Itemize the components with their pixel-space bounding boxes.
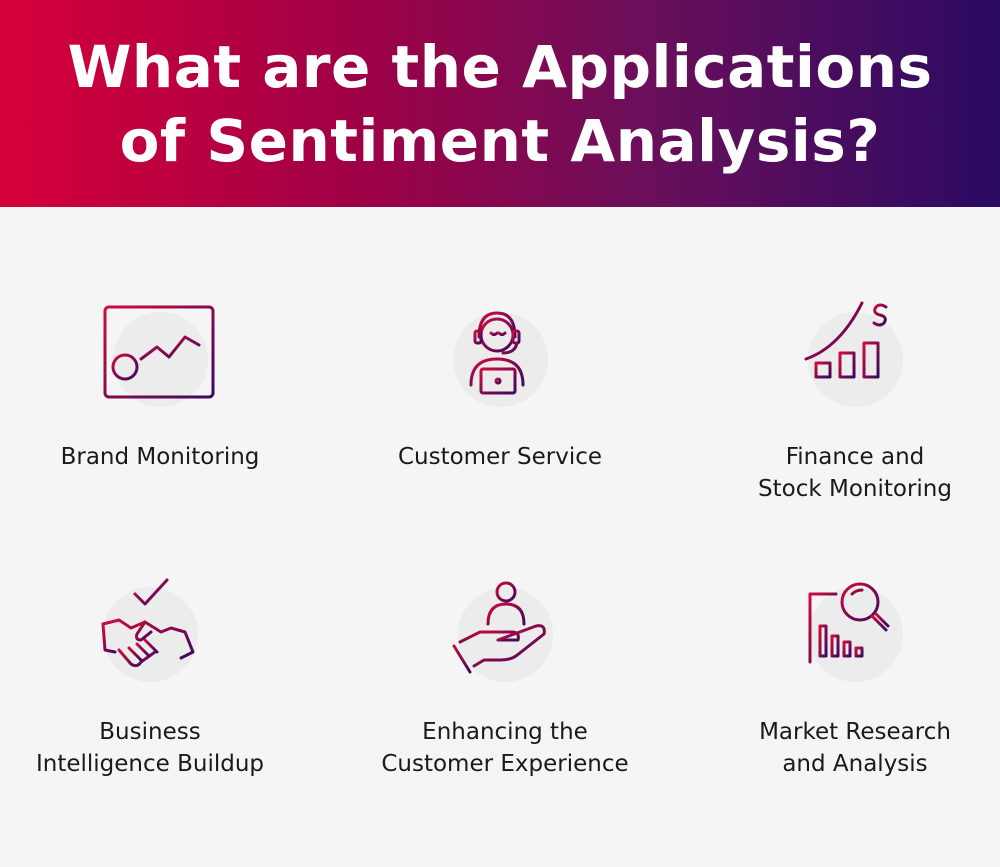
card-label: Market Research and Analysis bbox=[759, 719, 951, 777]
applications-grid: Brand Monitoring bbox=[0, 207, 1000, 867]
stock-growth-icon bbox=[790, 297, 920, 427]
hand-care-icon bbox=[440, 572, 570, 702]
card-label: Business Intelligence Buildup bbox=[35, 719, 265, 777]
card-label: Customer Service bbox=[397, 444, 603, 470]
card-brand-monitoring: Brand Monitoring bbox=[0, 297, 320, 473]
magnifier-chart-icon bbox=[790, 572, 920, 702]
handshake-icon bbox=[85, 572, 215, 702]
card-customer-experience: Enhancing the Customer Experience bbox=[345, 572, 665, 780]
card-label: Enhancing the Customer Experience bbox=[381, 719, 629, 777]
support-agent-icon bbox=[435, 297, 565, 427]
header-banner: What are the Applications of Sentiment A… bbox=[0, 0, 1000, 207]
card-label: Finance and Stock Monitoring bbox=[758, 444, 952, 502]
card-customer-service: Customer Service bbox=[340, 297, 660, 473]
card-market-research: Market Research and Analysis bbox=[695, 572, 1000, 780]
card-business-intelligence: Business Intelligence Buildup bbox=[0, 572, 310, 780]
card-finance-stock: Finance and Stock Monitoring bbox=[695, 297, 1000, 505]
card-label: Brand Monitoring bbox=[60, 444, 260, 470]
dashboard-chart-icon bbox=[95, 297, 225, 427]
page-title: What are the Applications of Sentiment A… bbox=[67, 32, 933, 175]
